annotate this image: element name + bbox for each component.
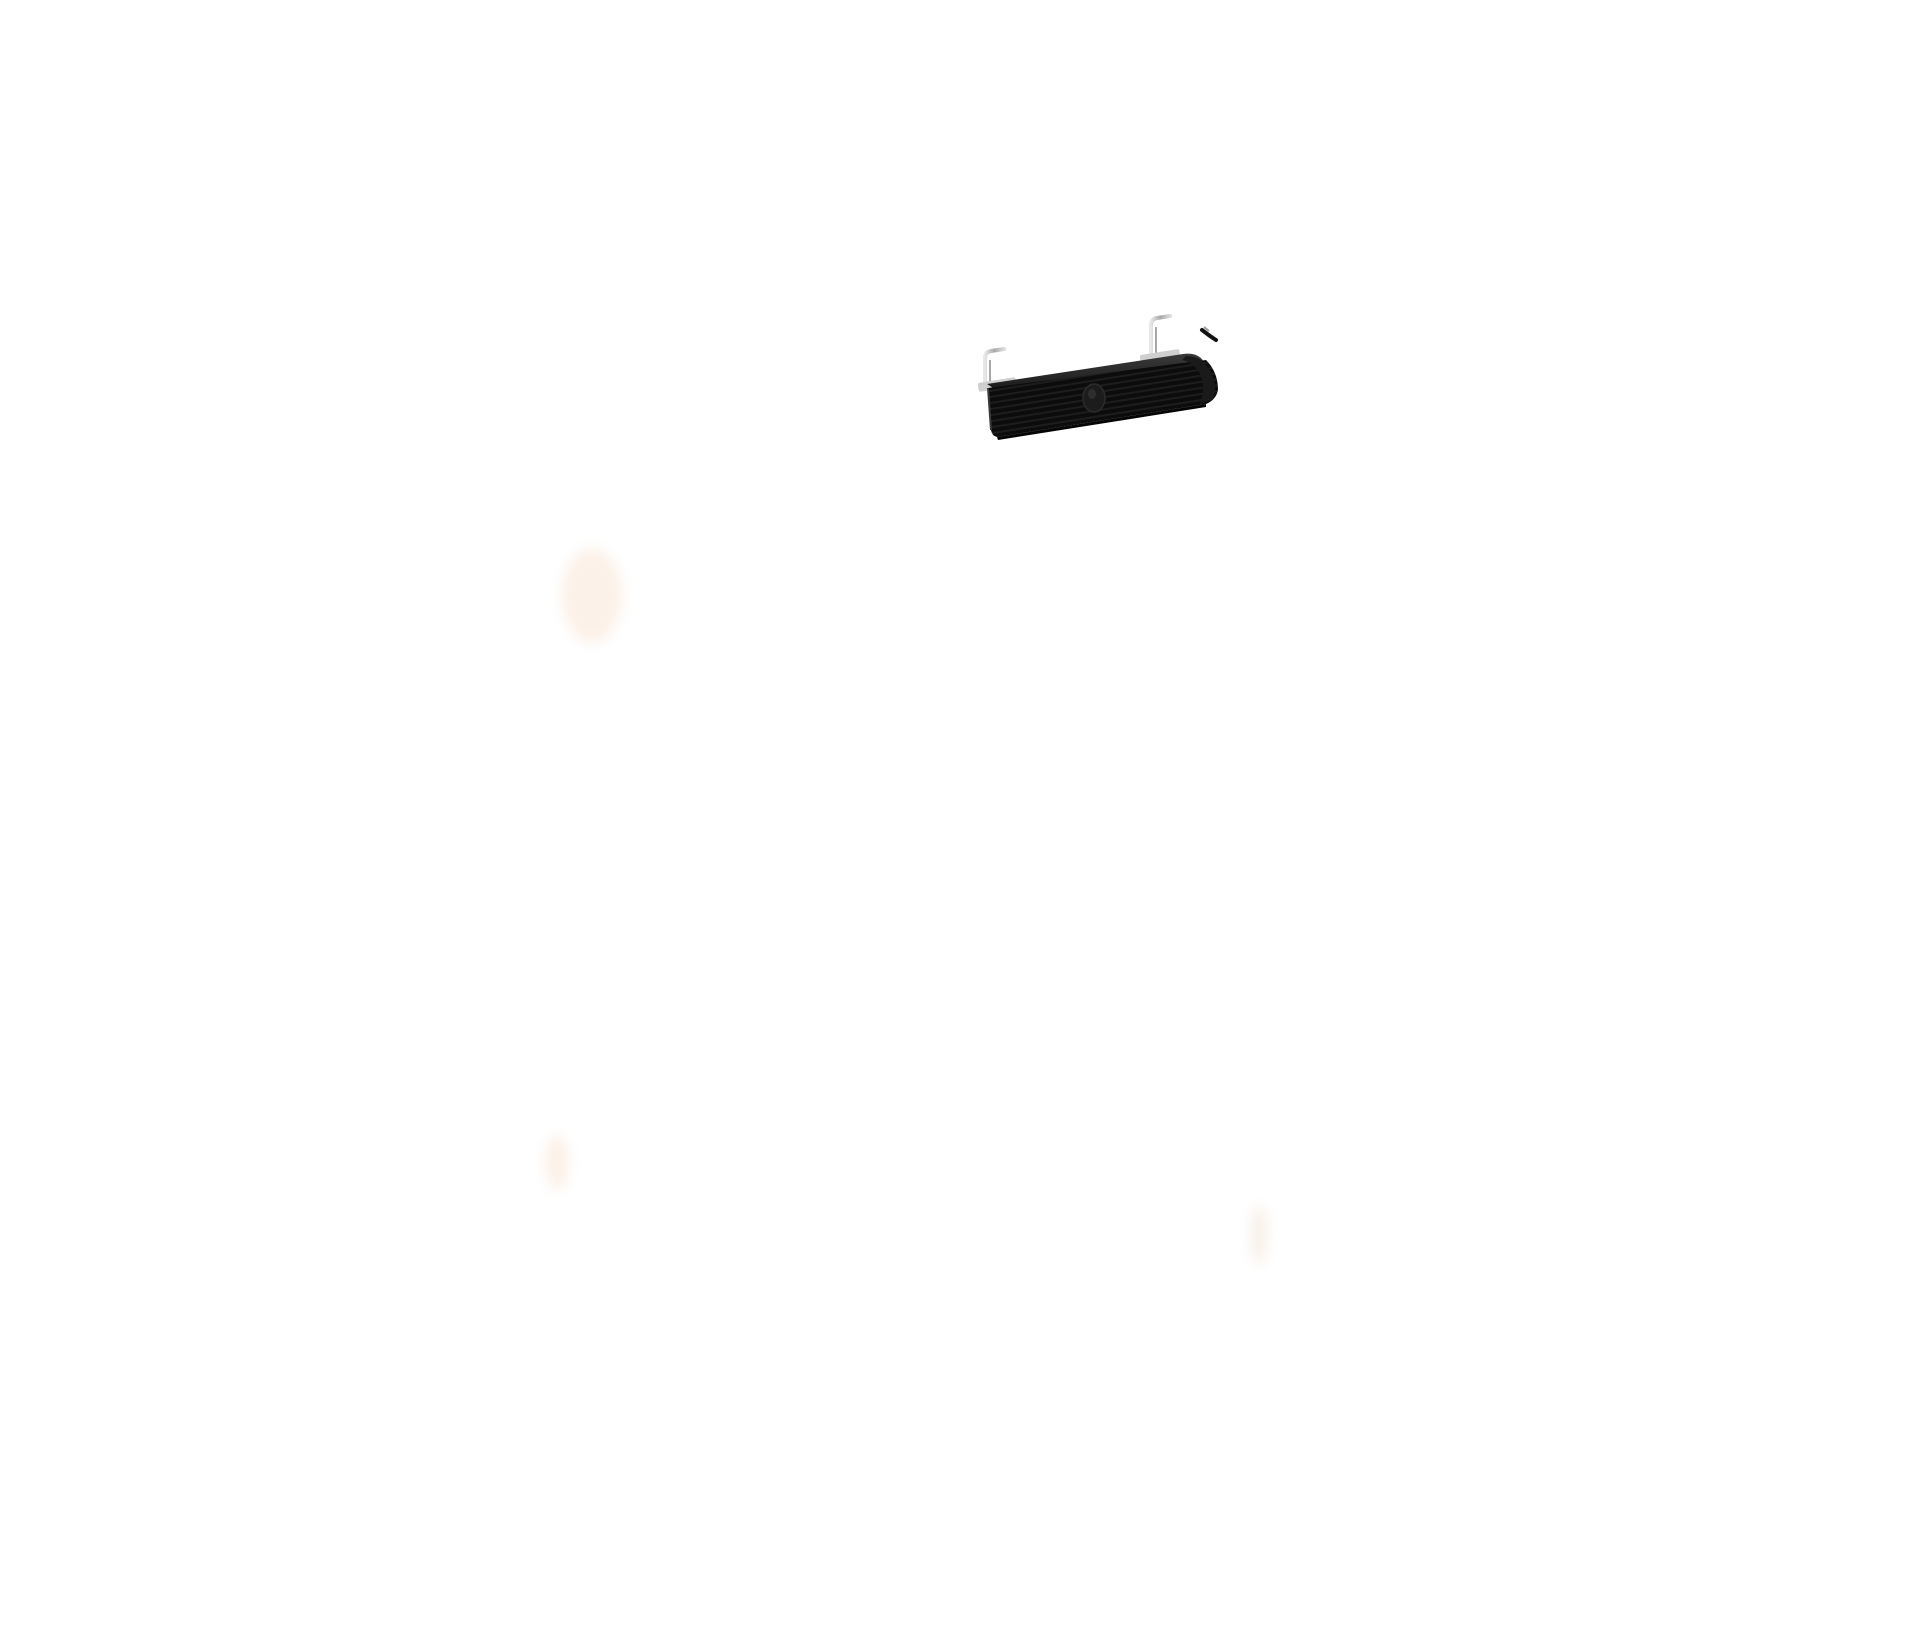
faint-tint-lower-right (1250, 1205, 1268, 1265)
speaker-bar-body (987, 353, 1218, 440)
faint-tint-lower-left (545, 1135, 569, 1190)
right-tip-detail (1200, 326, 1218, 342)
faint-tint-upper-left (562, 548, 622, 643)
